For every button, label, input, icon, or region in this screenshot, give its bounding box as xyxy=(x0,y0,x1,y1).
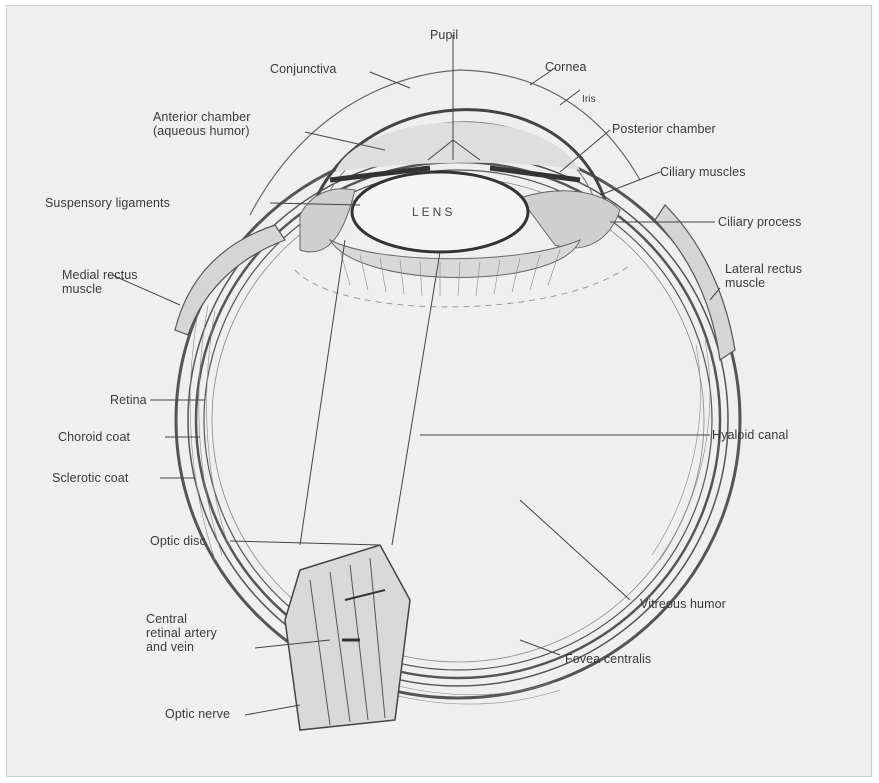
label-choroid-coat: Choroid coat xyxy=(58,430,130,444)
label-posterior-chamber: Posterior chamber xyxy=(612,122,716,136)
label-vitreous-humor: Vitreous humor xyxy=(640,597,726,611)
wall-hatching xyxy=(190,300,710,704)
label-anterior-chamber: Anterior chamber (aqueous humor) xyxy=(153,110,250,138)
visual-axis-lines xyxy=(300,240,440,545)
label-ciliary-muscles: Ciliary muscles xyxy=(660,165,746,179)
optic-nerve xyxy=(285,545,410,730)
label-fovea-centralis: Fovea centralis xyxy=(565,652,651,666)
label-central-retinal: Central retinal artery and vein xyxy=(146,612,217,654)
label-optic-disc: Optic disc xyxy=(150,534,206,548)
label-iris: Iris xyxy=(582,93,596,107)
label-ciliary-process: Ciliary process xyxy=(718,215,801,229)
label-sclerotic-coat: Sclerotic coat xyxy=(52,471,128,485)
label-pupil: Pupil xyxy=(430,28,458,42)
label-retina: Retina xyxy=(110,393,147,407)
label-optic-nerve: Optic nerve xyxy=(165,707,230,721)
label-cornea: Cornea xyxy=(545,60,587,74)
label-suspensory-ligaments: Suspensory ligaments xyxy=(45,196,170,210)
label-lens: LENS xyxy=(412,205,455,219)
medial-rectus-muscle xyxy=(175,225,285,335)
label-medial-rectus: Medial rectus muscle xyxy=(62,268,138,296)
label-hyaloid-canal: Hyaloid canal xyxy=(712,428,788,442)
label-lateral-rectus: Lateral rectus muscle xyxy=(725,262,802,290)
label-conjunctiva: Conjunctiva xyxy=(270,62,336,76)
